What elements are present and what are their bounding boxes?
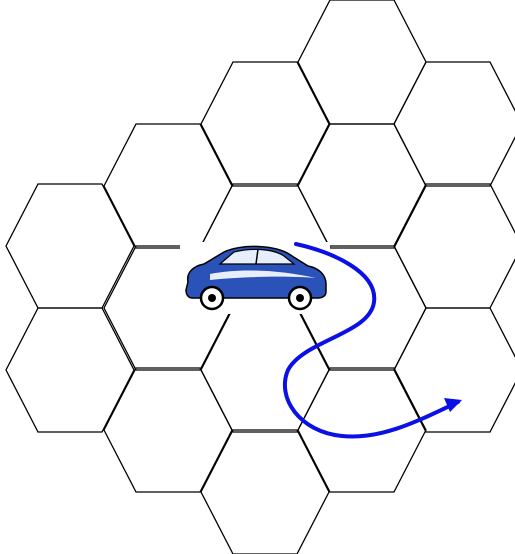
car-icon [180,242,330,314]
car-wheel-hub [208,294,216,302]
car-wheel-hub [296,294,304,302]
